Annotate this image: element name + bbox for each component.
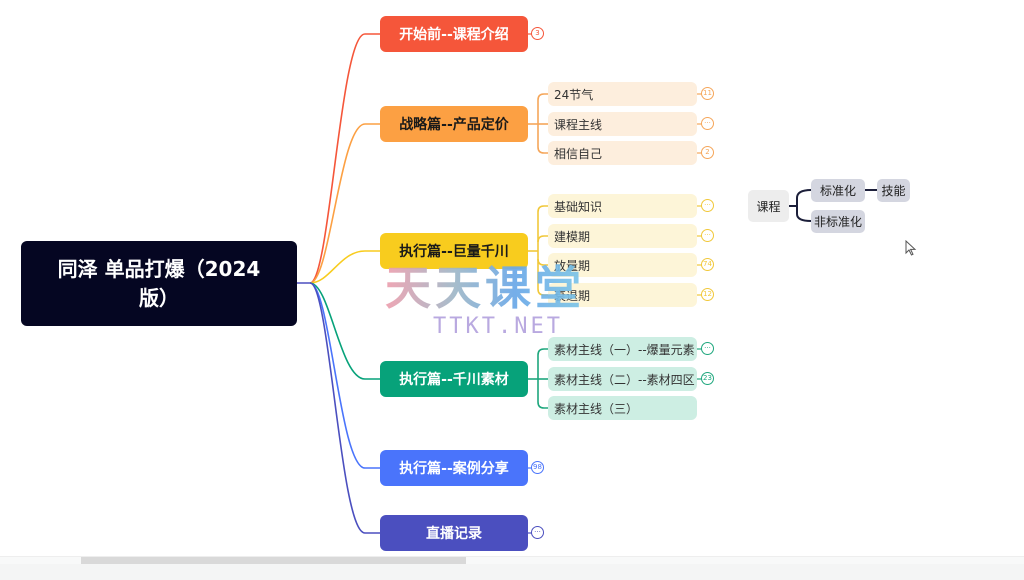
leaf-connector [537, 93, 548, 101]
branch-connector [309, 282, 380, 534]
branch-qianchuan-material[interactable]: 执行篇--千川素材 [380, 361, 528, 397]
branch-case-study[interactable]: 执行篇--案例分享 [380, 450, 528, 486]
more-icon[interactable]: ··· [701, 117, 714, 130]
side-connector [796, 189, 812, 222]
side-topic-nonstandardized[interactable]: 非标准化 [811, 210, 865, 233]
root-topic[interactable]: 同泽 单品打爆（2024 版） [21, 241, 297, 326]
side-topic-skill[interactable]: 技能 [877, 179, 910, 202]
collapse-count-badge[interactable]: 74 [701, 258, 714, 271]
collapse-count-badge[interactable]: 12 [701, 288, 714, 301]
leaf-topic[interactable]: 建模期 [548, 224, 697, 248]
branch-connector [309, 250, 380, 284]
branch-course-intro[interactable]: 开始前--课程介绍 [380, 16, 528, 52]
more-icon[interactable]: ··· [531, 526, 544, 539]
branch-label: 战略篇--产品定价 [399, 117, 509, 133]
leaf-connector [537, 401, 548, 409]
horizontal-scrollbar[interactable] [0, 556, 1024, 565]
mouse-cursor-icon [905, 240, 917, 256]
leaf-connector [537, 258, 548, 266]
branch-connector [309, 33, 380, 284]
leaf-topic[interactable]: 基础知识 [548, 194, 697, 218]
branch-live-records[interactable]: 直播记录 [380, 515, 528, 551]
collapse-count-badge[interactable]: 98 [531, 461, 544, 474]
branch-label: 执行篇--千川素材 [399, 372, 509, 388]
leaf-topic[interactable]: 放量期 [548, 253, 697, 277]
branch-label: 直播记录 [426, 526, 482, 542]
leaf-topic[interactable]: 课程主线 [548, 112, 697, 136]
side-root-topic[interactable]: 课程 [748, 190, 789, 222]
more-icon[interactable]: ··· [701, 342, 714, 355]
collapse-count-badge[interactable]: 23 [701, 372, 714, 385]
branch-connector [309, 282, 380, 469]
branch-label: 开始前--课程介绍 [399, 27, 509, 43]
leaf-topic[interactable]: 衰退期 [548, 283, 697, 307]
leaf-connector [537, 348, 548, 356]
leaf-topic[interactable]: 素材主线（一）--爆量元素 [548, 337, 697, 361]
leaf-topic[interactable]: 相信自己 [548, 141, 697, 165]
leaf-connector [537, 205, 548, 213]
branch-label: 执行篇--巨量千川 [399, 244, 509, 260]
leaf-connector [537, 146, 548, 154]
side-topic-standardized[interactable]: 标准化 [811, 179, 865, 202]
leaf-connector [537, 235, 548, 243]
root-topic-line2: 版） [138, 285, 179, 310]
mindmap-canvas[interactable]: 同泽 单品打爆（2024 版） 开始前--课程介绍 3 战略篇--产品定价 24… [0, 0, 1024, 556]
more-icon[interactable]: ··· [701, 199, 714, 212]
branch-label: 执行篇--案例分享 [399, 461, 509, 477]
collapse-count-badge[interactable]: 3 [531, 27, 544, 40]
branch-connector [309, 282, 380, 380]
collapse-count-badge[interactable]: 2 [701, 146, 714, 159]
leaf-topic[interactable]: 24节气 [548, 82, 697, 106]
leaf-topic[interactable]: 素材主线（二）--素材四区 [548, 367, 697, 391]
branch-product-pricing[interactable]: 战略篇--产品定价 [380, 106, 528, 142]
branch-connector [309, 123, 380, 284]
collapse-count-badge[interactable]: 11 [701, 87, 714, 100]
more-icon[interactable]: ··· [701, 229, 714, 242]
branch-qianchuan[interactable]: 执行篇--巨量千川 [380, 233, 528, 269]
root-topic-line1: 同泽 单品打爆（2024 [57, 256, 261, 281]
bottom-bar [0, 564, 1024, 580]
leaf-topic[interactable]: 素材主线（三） [548, 396, 697, 420]
horizontal-scrollbar-thumb[interactable] [81, 557, 466, 564]
leaf-connector [537, 288, 548, 296]
